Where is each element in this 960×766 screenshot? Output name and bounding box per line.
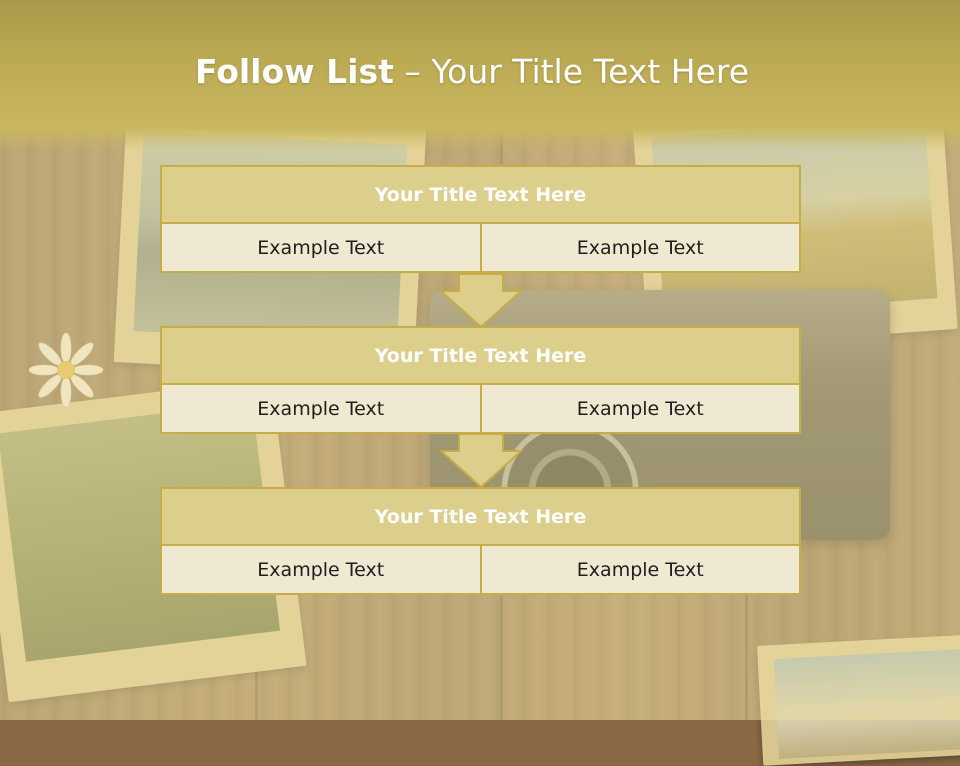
step-box-2: Your Title Text Here Example Text Exampl…: [160, 326, 801, 434]
step-title: Your Title Text Here: [162, 328, 799, 385]
slide-title-bold: Follow List: [194, 52, 394, 91]
step-box-1: Your Title Text Here Example Text Exampl…: [160, 165, 801, 273]
step-row: Example Text Example Text: [162, 224, 799, 271]
step-right-text: Example Text: [479, 385, 799, 432]
step-left-text: Example Text: [162, 546, 480, 593]
step-left-text: Example Text: [162, 385, 480, 432]
step-left-text: Example Text: [162, 224, 480, 271]
step-right-text: Example Text: [479, 224, 799, 271]
step-title: Your Title Text Here: [162, 167, 799, 224]
step-row: Example Text Example Text: [162, 385, 799, 432]
slide-title-rest: – Your Title Text Here: [393, 52, 750, 91]
step-right-text: Example Text: [479, 546, 799, 593]
down-arrow-icon: [439, 273, 523, 329]
step-box-3: Your Title Text Here Example Text Exampl…: [160, 487, 801, 595]
down-arrow-icon: [439, 433, 523, 489]
slide-title: Follow List – Your Title Text Here: [0, 52, 944, 91]
step-title: Your Title Text Here: [162, 489, 799, 546]
title-bar: [0, 0, 960, 150]
step-row: Example Text Example Text: [162, 546, 799, 593]
